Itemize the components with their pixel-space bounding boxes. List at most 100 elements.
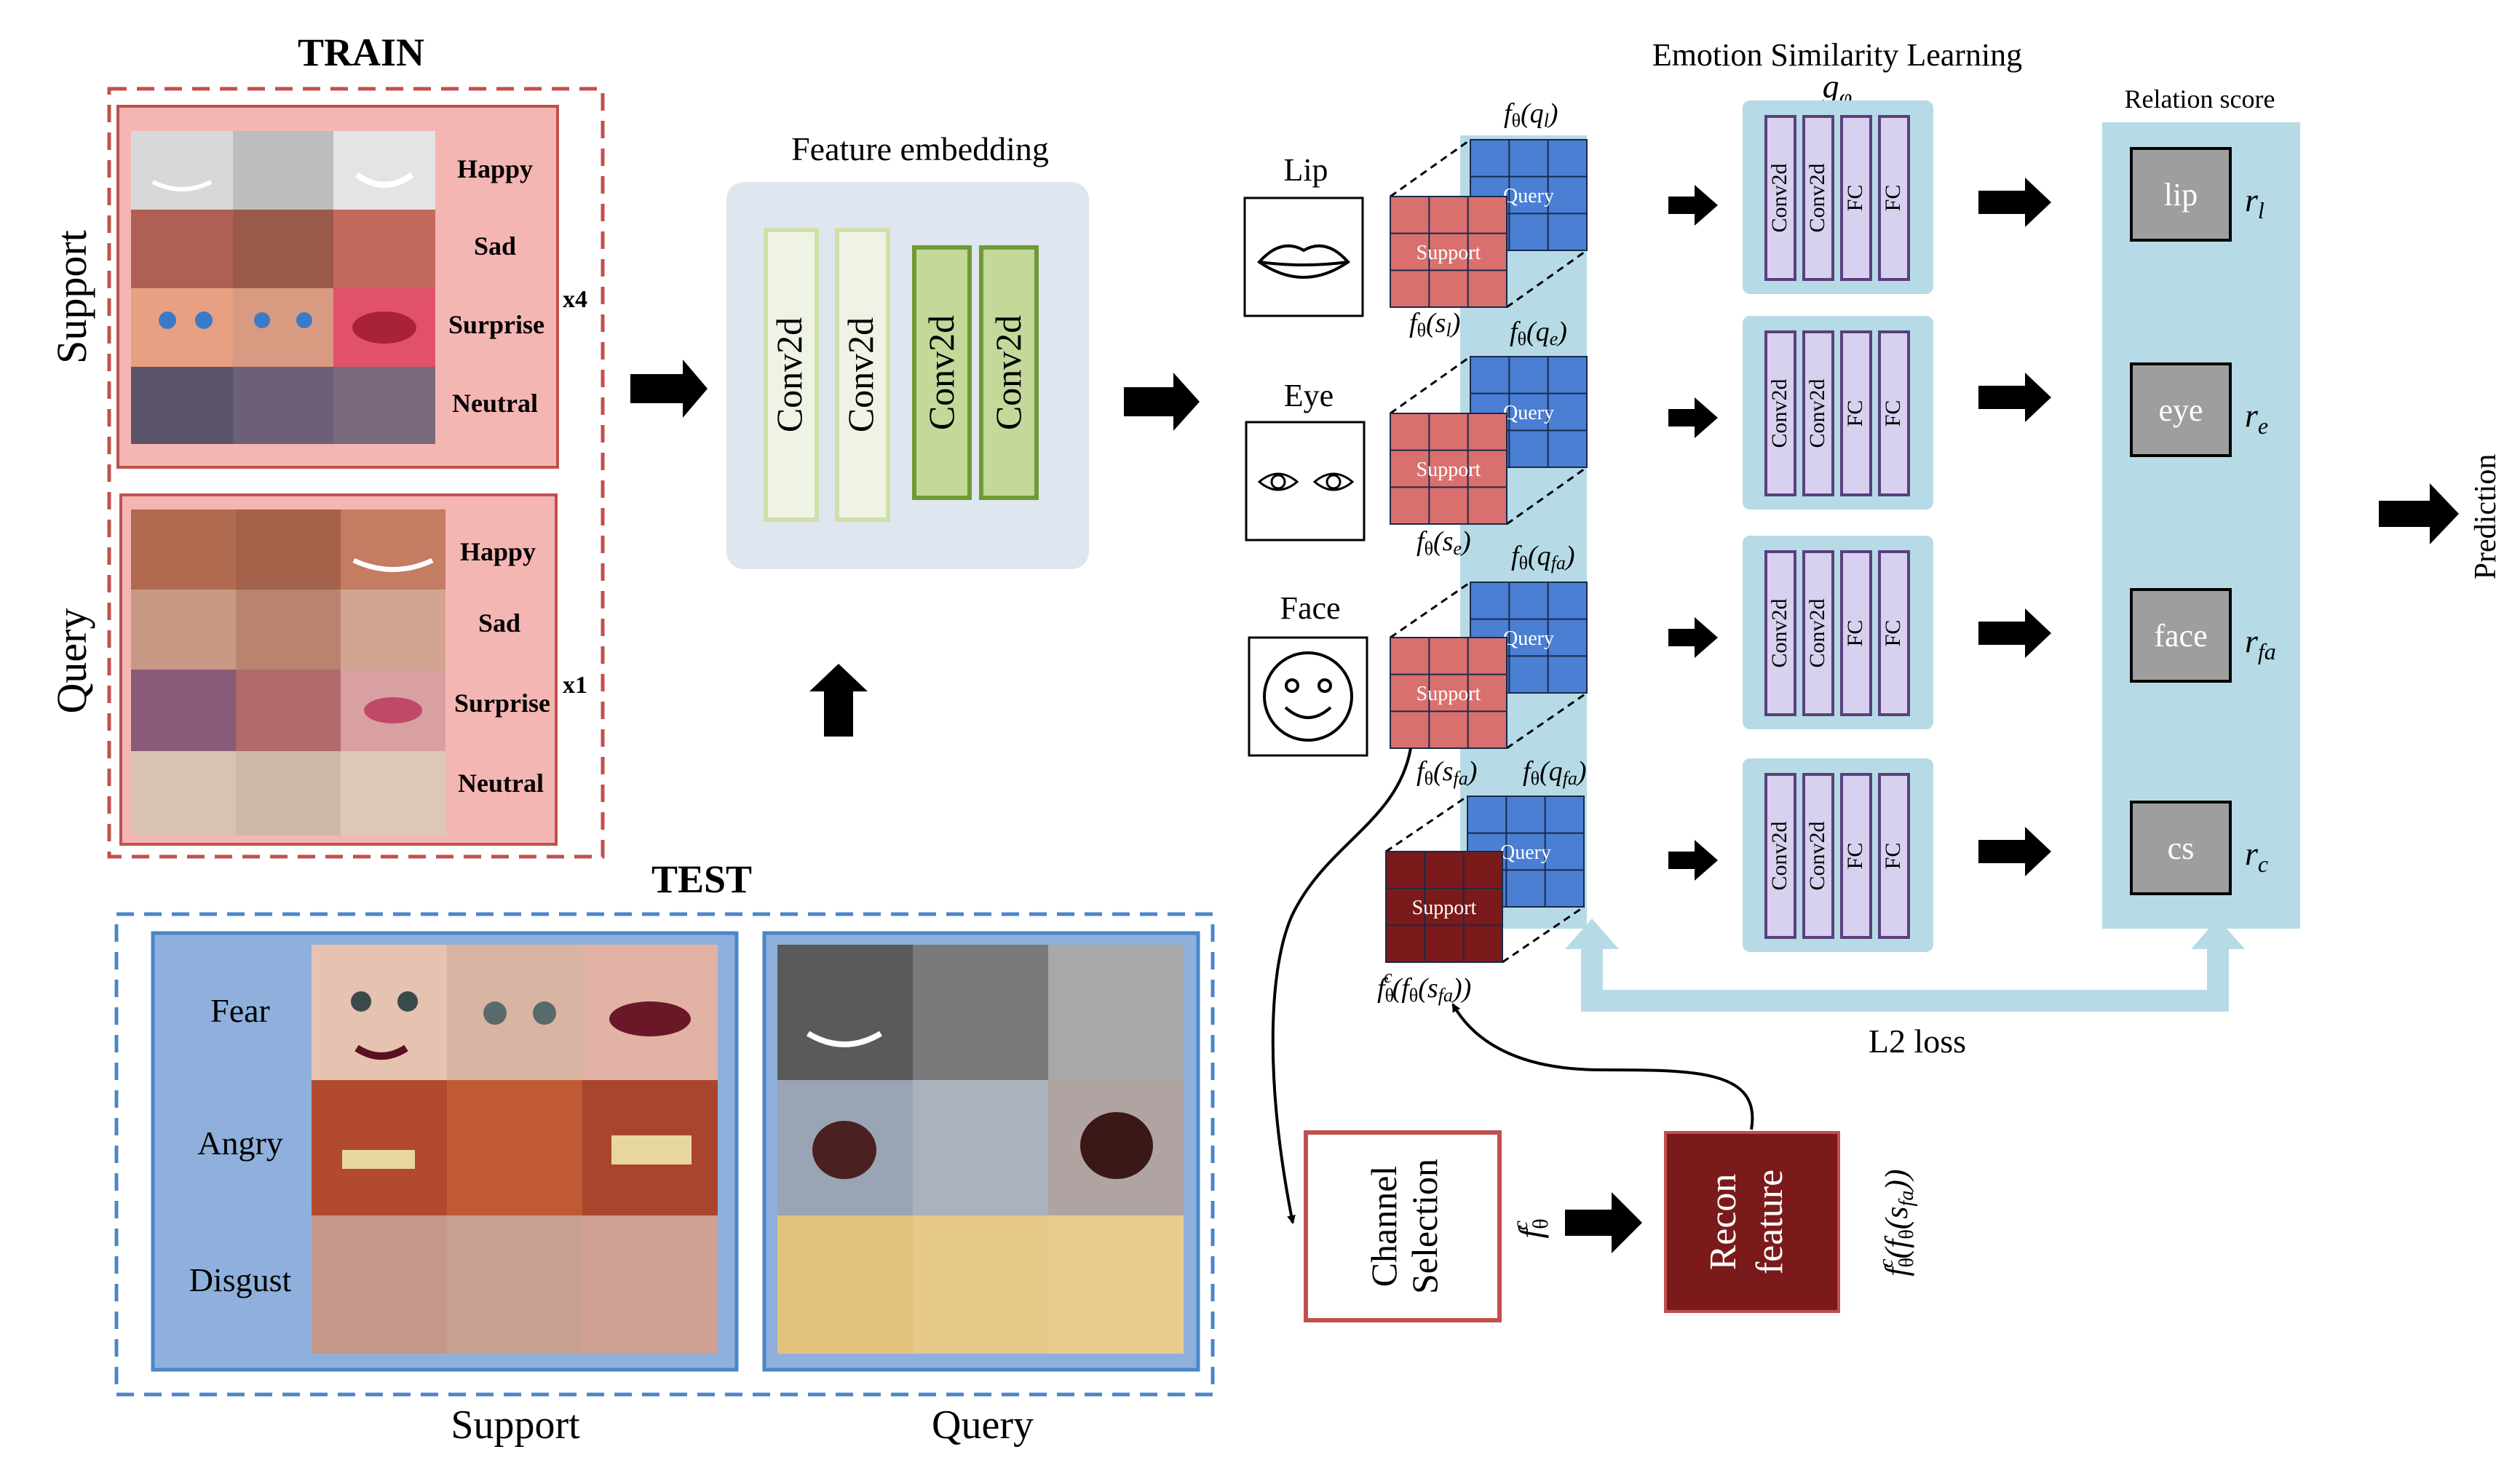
- arrow-to-prediction: [2379, 483, 2459, 544]
- train-query-row-label: Surprise: [454, 689, 550, 718]
- train-support-row-label: Surprise: [448, 310, 544, 339]
- esl-layer: [1802, 115, 1834, 281]
- esl-layer-label: Conv2d: [1805, 598, 1829, 667]
- esl-layer: [1802, 550, 1834, 716]
- train-support-row-label: Neutral: [452, 389, 538, 418]
- query-cube-label: Query: [1503, 185, 1554, 207]
- lips-icon: [1257, 244, 1350, 279]
- esl-layer-label: FC: [1881, 400, 1905, 427]
- train-support-side-label: Support: [48, 230, 95, 364]
- f-theta-query-lip: fθ(ql): [1504, 98, 1558, 131]
- l2-loss-bracket: [1565, 919, 2245, 1012]
- query-cube-label: Query: [1503, 627, 1554, 650]
- fc-theta-support-recon: fθc(fθ(sfa)): [1377, 966, 1471, 1006]
- train-support-multiplier: x4: [563, 286, 587, 313]
- fc-theta-recon-output: fθc(fθ(sfa)): [1875, 1169, 1918, 1276]
- support-cube: Support: [1390, 413, 1507, 525]
- esl-layer-label: FC: [1881, 185, 1905, 212]
- esl-layer: [1802, 330, 1834, 496]
- test-support-images: [312, 945, 718, 1354]
- query-cube-label: Query: [1500, 841, 1551, 864]
- relation-score-panel: [2102, 122, 2300, 929]
- f-theta-support-lip: fθ(sl): [1409, 308, 1460, 341]
- arrow-channel-to-recon: [1565, 1192, 1642, 1253]
- conv2d-label: Conv2d: [988, 315, 1029, 430]
- esl-layer-label: Conv2d: [1767, 598, 1791, 667]
- esl-layer: [1878, 330, 1910, 496]
- esl-layer: [1878, 115, 1910, 281]
- esl-layer: [1840, 330, 1872, 496]
- recon-feature-label: feature: [1749, 1170, 1791, 1274]
- test-support-row-label: Angry: [197, 1124, 283, 1162]
- relation-score-label: eye: [2158, 392, 2203, 428]
- query-cube-label: Query: [1503, 402, 1554, 424]
- esl-layer-label: FC: [1881, 620, 1905, 647]
- f-theta-support-face: fθ(sfa): [1416, 756, 1477, 789]
- cube-to-esl-arrows: [1668, 185, 1718, 881]
- esl-layer: [1840, 773, 1872, 939]
- train-title: TRAIN: [298, 31, 424, 74]
- train-query-multiplier: x1: [563, 672, 587, 699]
- support-query-cubes: QuerySupportQuerySupportQuerySupportQuer…: [1385, 138, 1588, 964]
- test-query-caption: Query: [932, 1402, 1034, 1448]
- support-cube: Support: [1385, 851, 1503, 963]
- relation-r-symbol: rfa: [2245, 622, 2276, 664]
- relation-r-symbol: rl: [2245, 181, 2265, 223]
- relation-score-item: eye re: [2130, 362, 2268, 457]
- relation-score-label: cs: [2168, 830, 2195, 866]
- esl-layer-label: FC: [1843, 185, 1867, 212]
- support-cube-label: Support: [1416, 459, 1481, 481]
- big-arrow: [1978, 608, 2051, 658]
- esl-layer-label: Conv2d: [1805, 821, 1829, 890]
- big-arrow: [1978, 178, 2051, 227]
- esl-layer: [1764, 773, 1796, 939]
- f-theta-query-face: fθ(qfa): [1511, 541, 1575, 574]
- channel-selection-label: Channel: [1363, 1166, 1404, 1288]
- test-title: TEST: [651, 857, 752, 901]
- relation-r-symbol: re: [2245, 397, 2268, 439]
- recon-feature-box[interactable]: [1664, 1131, 1840, 1313]
- support-cube-label: Support: [1416, 683, 1481, 705]
- relation-score-box: [2130, 588, 2232, 683]
- eyes-icon: [1257, 472, 1355, 491]
- esl-layer: [1764, 330, 1796, 496]
- relation-score-box: [2130, 362, 2232, 457]
- query-cube: Query: [1470, 356, 1588, 468]
- support-cube-label: Support: [1412, 897, 1477, 919]
- big-arrow: [1978, 373, 2051, 422]
- train-query-row-label: Sad: [478, 608, 520, 638]
- conv2d-layer-1: [764, 228, 819, 522]
- esl-layer-label: FC: [1881, 843, 1905, 870]
- test-support-row-label: Disgust: [189, 1261, 292, 1298]
- big-arrow: [1978, 827, 2051, 876]
- part-label-lip: Lip: [1283, 152, 1328, 188]
- small-arrow: [1668, 185, 1718, 226]
- esl-layer-label: Conv2d: [1767, 821, 1791, 890]
- train-support-row-label: Sad: [474, 231, 516, 261]
- part-label-face: Face: [1280, 590, 1340, 626]
- recon-feature-label: Recon: [1703, 1174, 1744, 1271]
- support-cube-label: Support: [1416, 242, 1481, 264]
- esl-layer-label: Conv2d: [1805, 378, 1829, 448]
- esl-layer-label: Conv2d: [1767, 163, 1791, 232]
- curve-recon-to-support: [1451, 1003, 1754, 1130]
- smiley-face-icon-frame: [1248, 636, 1368, 757]
- train-query-images: [131, 509, 445, 836]
- l2-loss-label: L2 loss: [1869, 1023, 1966, 1060]
- channel-selection-box[interactable]: [1304, 1130, 1502, 1322]
- arrow-test-to-embedding: [809, 664, 868, 737]
- esl-layer: [1764, 550, 1796, 716]
- esl-layer: [1840, 550, 1872, 716]
- train-query-row-label: Happy: [460, 537, 536, 566]
- esl-layer: [1840, 115, 1872, 281]
- small-arrow: [1668, 397, 1718, 438]
- conv2d-label: Conv2d: [840, 317, 881, 432]
- fc-theta-channel: fθc: [1508, 1218, 1553, 1238]
- f-theta-support-eye: fθ(se): [1416, 526, 1471, 559]
